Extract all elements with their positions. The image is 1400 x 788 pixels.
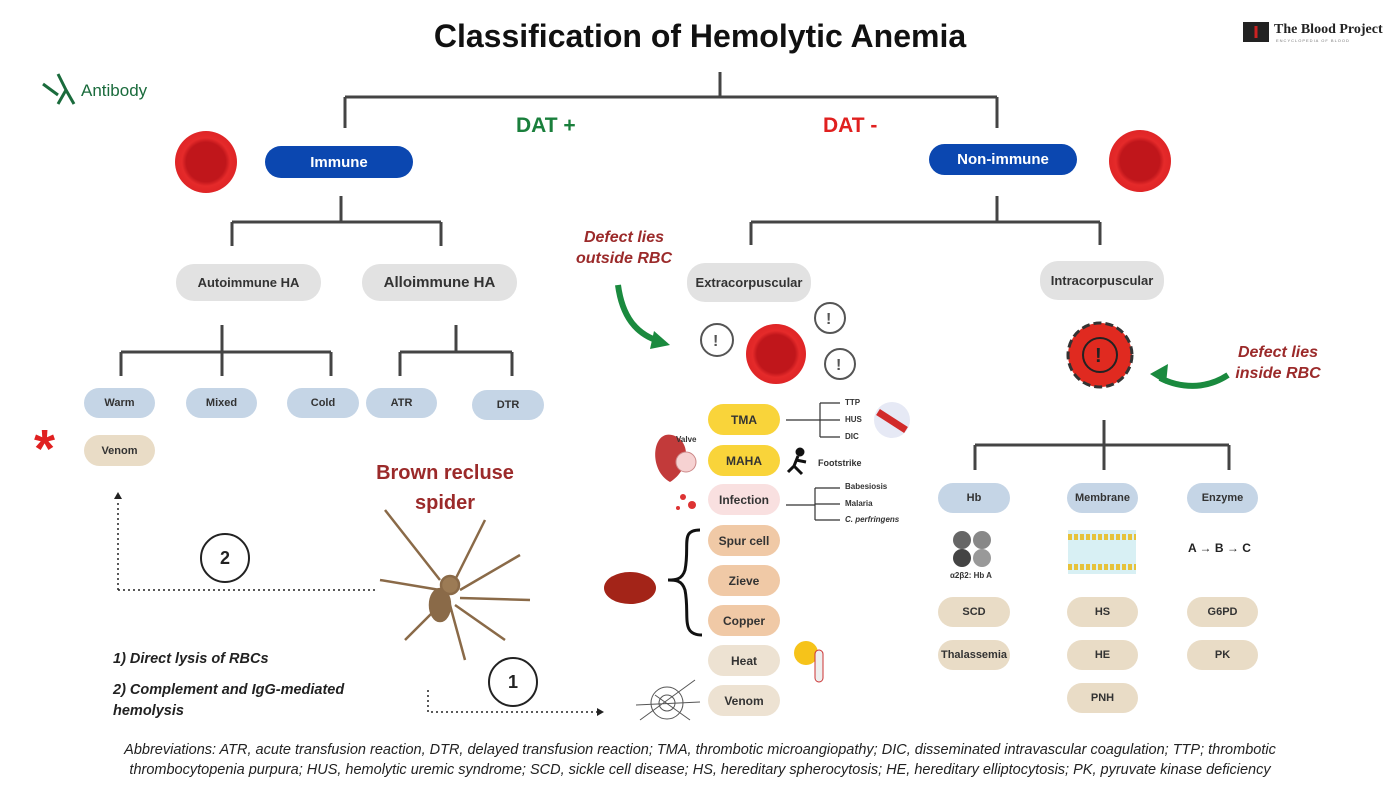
abbreviations-line2: thrombocytopenia purpura; HUS, hemolytic… (129, 762, 1271, 778)
hb-a-caption: α2β2: Hb A (950, 571, 992, 580)
footstrike-label: Footstrike (818, 458, 862, 468)
heat-node: Heat (708, 645, 780, 676)
valve-label: Valve (676, 435, 697, 444)
inside-rbc-note: Defect lies inside RBC (1216, 342, 1340, 384)
copper-node: Copper (708, 605, 780, 636)
membrane-node: Membrane (1067, 483, 1138, 513)
logo-book-icon (1243, 22, 1269, 42)
thalassemia-node: Thalassemia (938, 640, 1010, 670)
defect-gear-icon: ! (1066, 321, 1134, 389)
spider-icon (379, 509, 531, 661)
spider-title-line2: spider (414, 492, 476, 514)
intracorpuscular-node: Intracorpuscular (1040, 261, 1164, 300)
legend-antibody-label: Antibody (81, 81, 148, 100)
rbc-with-antibodies-icon (175, 131, 237, 193)
rbc-icon (1109, 130, 1171, 192)
inside-note-line1: Defect lies (1237, 344, 1319, 361)
hs-node: HS (1067, 597, 1138, 627)
enzyme-pathway-caption: A → B → C (1188, 541, 1251, 555)
enzyme-node: Enzyme (1187, 483, 1258, 513)
atr-node: ATR (366, 388, 437, 418)
mechanism-list: 1) Direct lysis of RBCs 2) Complement an… (113, 649, 344, 722)
g6pd-node: G6PD (1187, 597, 1258, 627)
he-node: HE (1067, 640, 1138, 670)
runner-icon (786, 447, 807, 476)
venom-immune-node: Venom (84, 435, 155, 466)
outside-note-line1: Defect lies (583, 229, 665, 246)
svg-text:!: ! (826, 311, 831, 328)
immune-node: Immune (265, 146, 413, 178)
dat-positive-label: DAT + (516, 114, 576, 137)
svg-text:!: ! (713, 333, 718, 350)
outside-rbc-note: Defect lies outside RBC (560, 227, 688, 269)
liver-icon (604, 572, 656, 604)
hemoglobin-icon (953, 531, 991, 567)
svg-text:!: ! (1095, 345, 1102, 367)
zieve-node: Zieve (708, 565, 780, 596)
asterisk-icon: * (34, 419, 56, 479)
nonimmune-node: Non-immune (929, 144, 1077, 175)
warm-node: Warm (84, 388, 155, 418)
spider-title-line1: Brown recluse (376, 462, 514, 484)
maha-node: MAHA (708, 445, 780, 476)
extracorpuscular-node: Extracorpuscular (687, 263, 811, 302)
dic-label: DIC (845, 432, 859, 441)
mixed-node: Mixed (186, 388, 257, 418)
scd-node: SCD (938, 597, 1010, 627)
outside-note-line2: outside RBC (576, 250, 672, 267)
hb-node: Hb (938, 483, 1010, 513)
spiderweb-icon (635, 679, 701, 721)
abbreviations-line1: Abbreviations: ATR, acute transfusion re… (124, 742, 1276, 758)
rbc-extracorpuscular-icon (746, 324, 806, 384)
c-perfringens-label: C. perfringens (845, 515, 900, 524)
mechanism-2-line1: 2) Complement and IgG-mediated (113, 682, 345, 698)
logo-subtitle: ENCYCLOPEDIA OF BLOOD (1276, 38, 1350, 43)
mechanism-1: 1) Direct lysis of RBCs (113, 651, 269, 667)
mechanism-2-line2: hemolysis (113, 703, 184, 719)
sun-thermometer-icon (794, 641, 824, 683)
membrane-icon (1068, 530, 1136, 574)
cold-node: Cold (287, 388, 359, 418)
svg-text:!: ! (836, 357, 841, 374)
spider-title: Brown recluse spider (374, 458, 516, 518)
venom-nonimmune-node: Venom (708, 685, 780, 716)
valve-icon (675, 451, 697, 473)
malaria-label: Malaria (845, 499, 873, 508)
bacteria-icon (676, 494, 696, 510)
autoimmune-node: Autoimmune HA (176, 264, 321, 301)
inside-note-line2: inside RBC (1235, 365, 1321, 382)
heart-icon (655, 434, 687, 482)
pk-node: PK (1187, 640, 1258, 670)
dtr-node: DTR (472, 390, 544, 420)
logo: The Blood Project (1274, 22, 1383, 37)
tma-node: TMA (708, 404, 780, 435)
dat-negative-label: DAT - (823, 114, 878, 137)
liver-brace (667, 528, 703, 637)
infection-node: Infection (708, 484, 780, 515)
antibody-icon (42, 73, 76, 105)
step-1-circle: 1 (488, 657, 538, 707)
page-title: Classification of Hemolytic Anemia (433, 18, 967, 54)
gear-icon (700, 302, 856, 380)
babesiosis-label: Babesiosis (845, 482, 888, 491)
alloimmune-node: Alloimmune HA (362, 264, 517, 301)
pnh-node: PNH (1067, 683, 1138, 713)
step-2-circle: 2 (200, 533, 250, 583)
ttp-label: TTP (845, 398, 861, 407)
hus-label: HUS (845, 415, 862, 424)
spur-cell-node: Spur cell (708, 525, 780, 556)
